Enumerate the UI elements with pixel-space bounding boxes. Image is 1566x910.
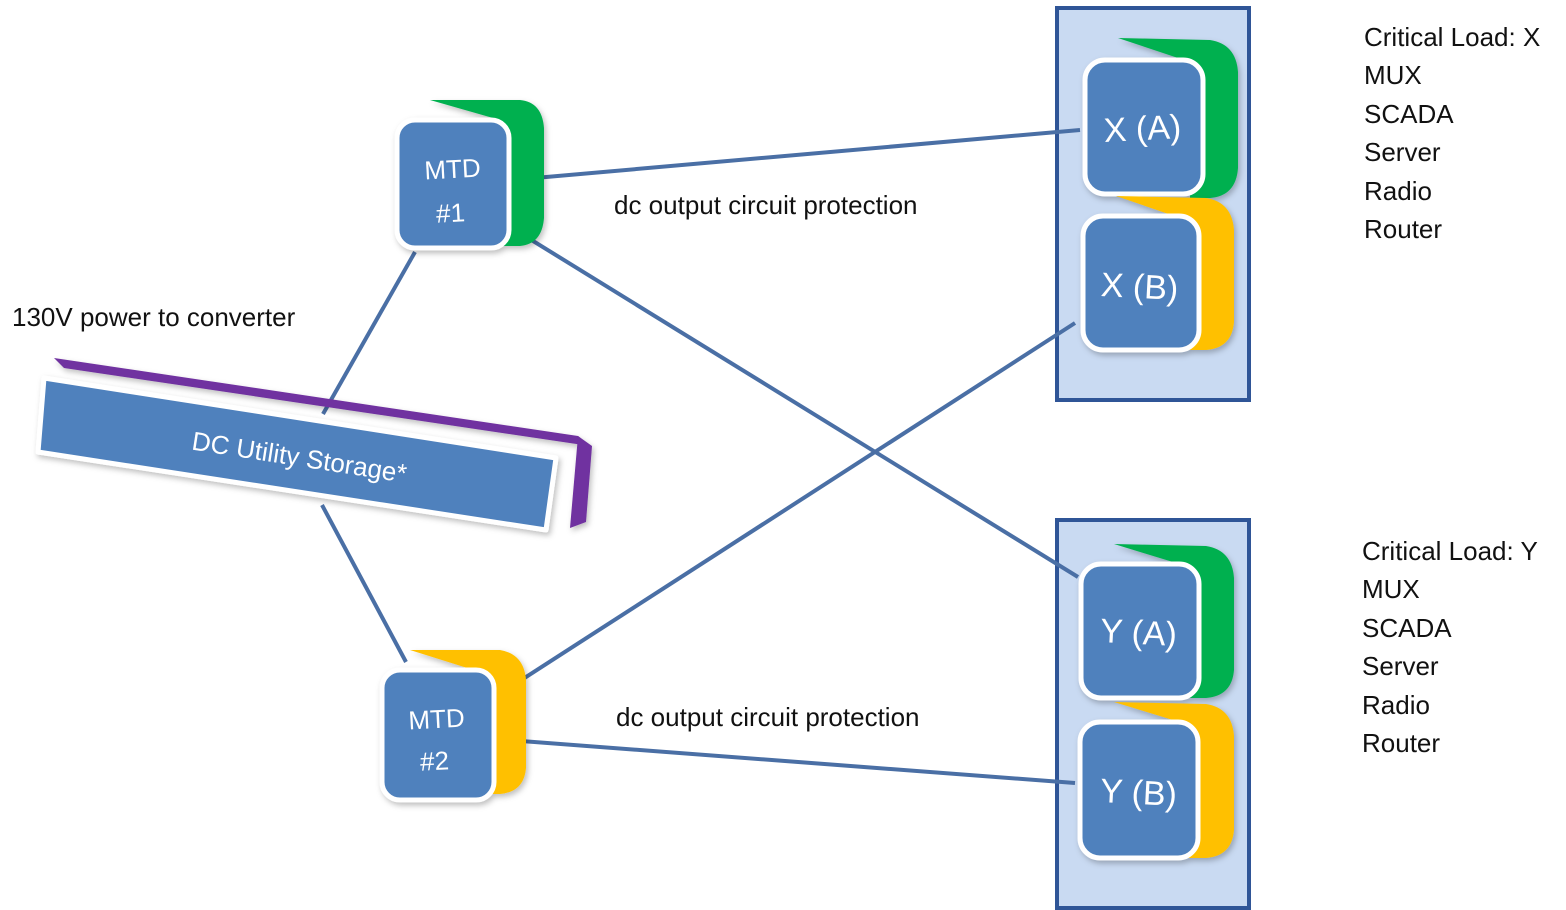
- connection-lines: [320, 128, 1081, 785]
- xb-face: [1080, 213, 1202, 353]
- critical-load-y-item: Router: [1362, 728, 1441, 759]
- storage-face: [35, 375, 559, 533]
- critical-load-x-title: Critical Load: X: [1364, 22, 1541, 52]
- yb-label: Y (B): [1099, 772, 1178, 814]
- line-mtd2-xb: [493, 321, 1077, 699]
- mtd2-converter: MTD #2: [379, 650, 526, 803]
- critical-load-y-item: Server: [1362, 651, 1439, 682]
- xa-label: X (A): [1103, 108, 1182, 150]
- xb-side-face: [1116, 196, 1234, 350]
- critical-load-x-item: SCADA: [1364, 98, 1454, 129]
- critical-load-x-list: Critical Load: X MUX SCADA Server Radio …: [1364, 18, 1540, 248]
- critical-load-y-list: Critical Load: Y MUX SCADA Server Radio …: [1362, 532, 1538, 762]
- load-ya: Y (A): [1078, 544, 1234, 701]
- ya-face: [1078, 561, 1202, 701]
- mtd1-label-line1: MTD: [424, 153, 482, 186]
- dc-utility-storage: DC Utility Storage*: [35, 358, 592, 533]
- mtd1-converter: MTD #1: [394, 100, 544, 251]
- line-storage-mtd2: [320, 504, 408, 663]
- critical-load-y-item: SCADA: [1362, 612, 1452, 643]
- critical-load-y-title: Critical Load: Y: [1362, 536, 1538, 566]
- xa-face: [1082, 57, 1206, 197]
- yb-face: [1077, 719, 1201, 861]
- ya-label: Y (A): [1099, 612, 1178, 654]
- storage-top-face: [54, 358, 590, 446]
- power-to-converter-label: 130V power to converter: [12, 302, 296, 332]
- storage-side-face: [570, 436, 592, 528]
- critical-load-x-item: Router: [1364, 214, 1443, 245]
- xb-label: X (B): [1100, 266, 1179, 308]
- critical-load-y-item: Radio: [1362, 689, 1430, 720]
- mtd2-label-line2: #2: [419, 745, 449, 776]
- critical-load-x-item: Radio: [1364, 175, 1432, 206]
- critical-load-x-item: MUX: [1364, 60, 1422, 91]
- critical-load-y-item: MUX: [1362, 574, 1420, 605]
- mtd2-label-line1: MTD: [408, 703, 466, 736]
- line-mtd1-ya: [510, 226, 1080, 579]
- xa-side-face: [1118, 38, 1238, 198]
- mtd1-face: [394, 117, 512, 251]
- line-storage-mtd1: [321, 251, 417, 415]
- load-yb: Y (B): [1077, 702, 1234, 861]
- circuit-protection-bottom-label: dc output circuit protection: [616, 702, 920, 732]
- critical-load-x-item: Server: [1364, 137, 1441, 168]
- mtd2-side-face: [410, 650, 526, 794]
- yb-side-face: [1114, 702, 1234, 858]
- line-mtd1-xa: [511, 128, 1081, 182]
- load-xb: X (B): [1080, 196, 1234, 353]
- load-xa: X (A): [1082, 38, 1238, 198]
- line-mtd2-yb: [494, 737, 1076, 785]
- mtd2-face: [379, 667, 497, 803]
- ya-side-face: [1114, 544, 1234, 698]
- mtd1-label-line2: #1: [435, 197, 465, 228]
- circuit-protection-top-label: dc output circuit protection: [614, 190, 918, 220]
- mtd1-side-face: [430, 100, 544, 246]
